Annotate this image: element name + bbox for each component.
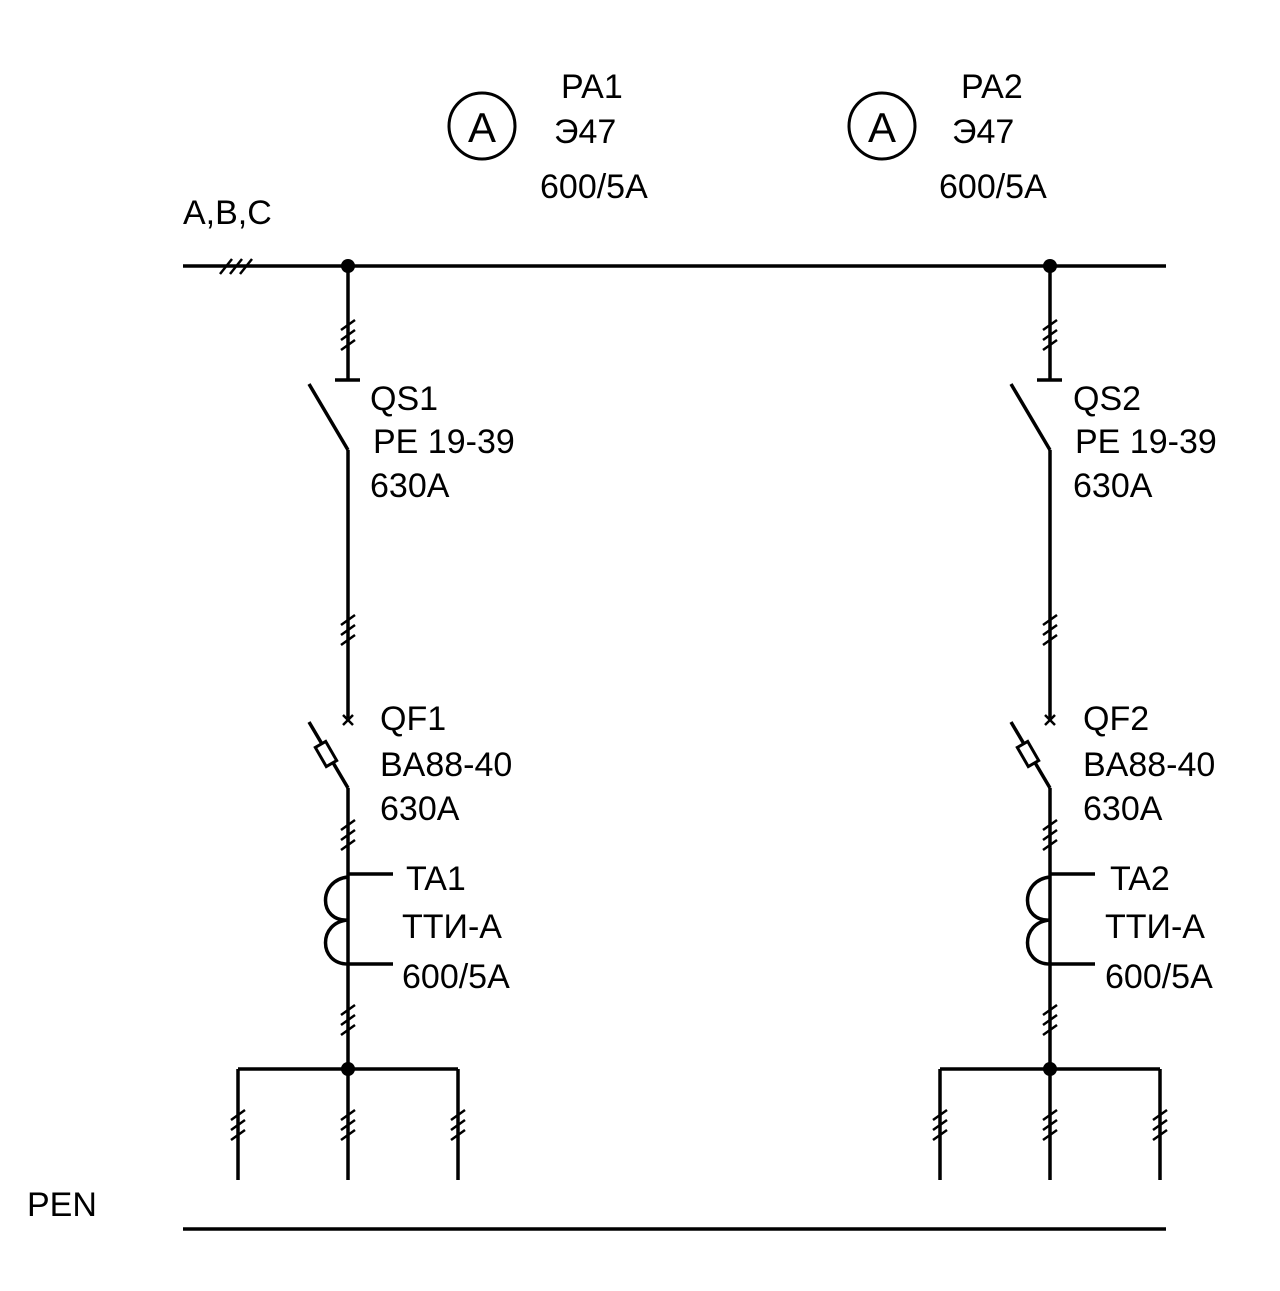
feeder-2-phase-marks-2	[1042, 613, 1058, 647]
ammeter-2-circle	[847, 91, 917, 161]
transformer-2-model: ТТИ-А	[1105, 908, 1205, 946]
feeder-1-output-phase-marks	[230, 1108, 466, 1142]
breaker-2-model: BA88-40	[1083, 746, 1215, 784]
switch-1-blade	[307, 383, 350, 451]
feeder-2: A PA2 Э47 600/5A QS2 PE 19-39 630A	[847, 68, 1217, 1180]
transformer-1-coil	[323, 875, 349, 966]
ammeter-1-name: PA1	[561, 68, 623, 106]
ammeter-2-rating: 600/5A	[939, 168, 1047, 206]
switch-1-name: QS1	[370, 380, 438, 418]
breaker-1-rating: 630A	[380, 790, 460, 828]
breaker-2-cross	[1044, 714, 1056, 726]
feeder-1: A PA1 Э47 600/5A QS1 PE 19-39 630A	[230, 68, 648, 1180]
breaker-1-release	[313, 739, 339, 769]
switch-2-name: QS2	[1073, 380, 1141, 418]
feeder-2-phase-marks-1	[1042, 318, 1058, 352]
transformer-2-rating: 600/5A	[1105, 958, 1213, 996]
feeder-2-output-phase-marks	[932, 1108, 1168, 1142]
transformer-1-name: TA1	[406, 860, 466, 898]
ammeter-1-circle	[447, 91, 517, 161]
feeder-1-phase-marks-1	[340, 318, 356, 352]
switch-2-model: PE 19-39	[1075, 423, 1217, 461]
ammeter-1-model: Э47	[554, 113, 616, 151]
switch-1-rating: 630A	[370, 467, 450, 505]
bus-phase-marks	[219, 258, 253, 275]
pen-label: PEN	[27, 1186, 97, 1224]
ammeter-2-model: Э47	[952, 113, 1014, 151]
switch-2-blade	[1009, 383, 1052, 451]
breaker-2-release	[1015, 739, 1041, 769]
transformer-2-name: TA2	[1110, 860, 1170, 898]
transformer-2-coil	[1025, 875, 1051, 966]
feeder-2-phase-marks-4	[1042, 1003, 1058, 1037]
feeder-2-phase-marks-3	[1042, 818, 1058, 852]
breaker-2-rating: 630A	[1083, 790, 1163, 828]
switch-1-model: PE 19-39	[373, 423, 515, 461]
feeder-1-phase-marks-4	[340, 1003, 356, 1037]
transformer-1-rating: 600/5A	[402, 958, 510, 996]
ammeter-2-symbol: A	[868, 104, 896, 151]
ammeter-2-name: PA2	[961, 68, 1023, 106]
breaker-1-model: BA88-40	[380, 746, 512, 784]
bus-label: A,B,C	[183, 194, 272, 232]
breaker-1-cross	[342, 714, 354, 726]
transformer-1-model: ТТИ-А	[402, 908, 502, 946]
breaker-1-name: QF1	[380, 700, 446, 738]
feeder-1-phase-marks-2	[340, 613, 356, 647]
feeder-1-phase-marks-3	[340, 818, 356, 852]
breaker-2-name: QF2	[1083, 700, 1149, 738]
switch-2-rating: 630A	[1073, 467, 1153, 505]
ammeter-1-symbol: A	[468, 104, 496, 151]
ammeter-1-rating: 600/5A	[540, 168, 648, 206]
